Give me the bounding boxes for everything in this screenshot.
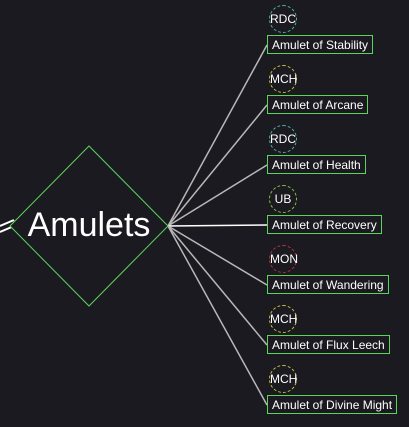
edge-1 [167,44,268,227]
edges-group [167,44,268,406]
leaf-node[interactable]: Amulet of Health [267,155,366,174]
hub-node-label: Amulets [27,206,151,244]
leaf-node[interactable]: Amulet of Flux Leech [267,335,390,354]
edge-7 [167,225,268,406]
leaf-node[interactable]: Amulet of Wandering [267,275,389,294]
edge-6 [167,225,268,346]
node-badge: MCH [269,305,297,333]
node-badge: RDC [269,5,297,33]
leaf-node[interactable]: Amulet of Stability [267,35,374,54]
edge-4 [167,224,268,227]
hub-node-diamond[interactable] [9,145,169,307]
edge-5 [167,225,268,286]
node-badge: RDC [269,125,297,153]
leaf-node[interactable]: Amulet of Divine Might [267,395,398,414]
leaf-node[interactable]: Amulet of Arcane [267,95,369,114]
leaf-node[interactable]: Amulet of Recovery [267,215,382,234]
node-badge: MON [269,245,298,273]
edge-2 [167,104,268,227]
edge-3 [167,164,268,227]
node-badge: UB [269,185,297,213]
incoming-edge-1 [0,219,15,227]
node-badge: MCH [269,365,297,393]
node-badge: MCH [269,65,297,93]
